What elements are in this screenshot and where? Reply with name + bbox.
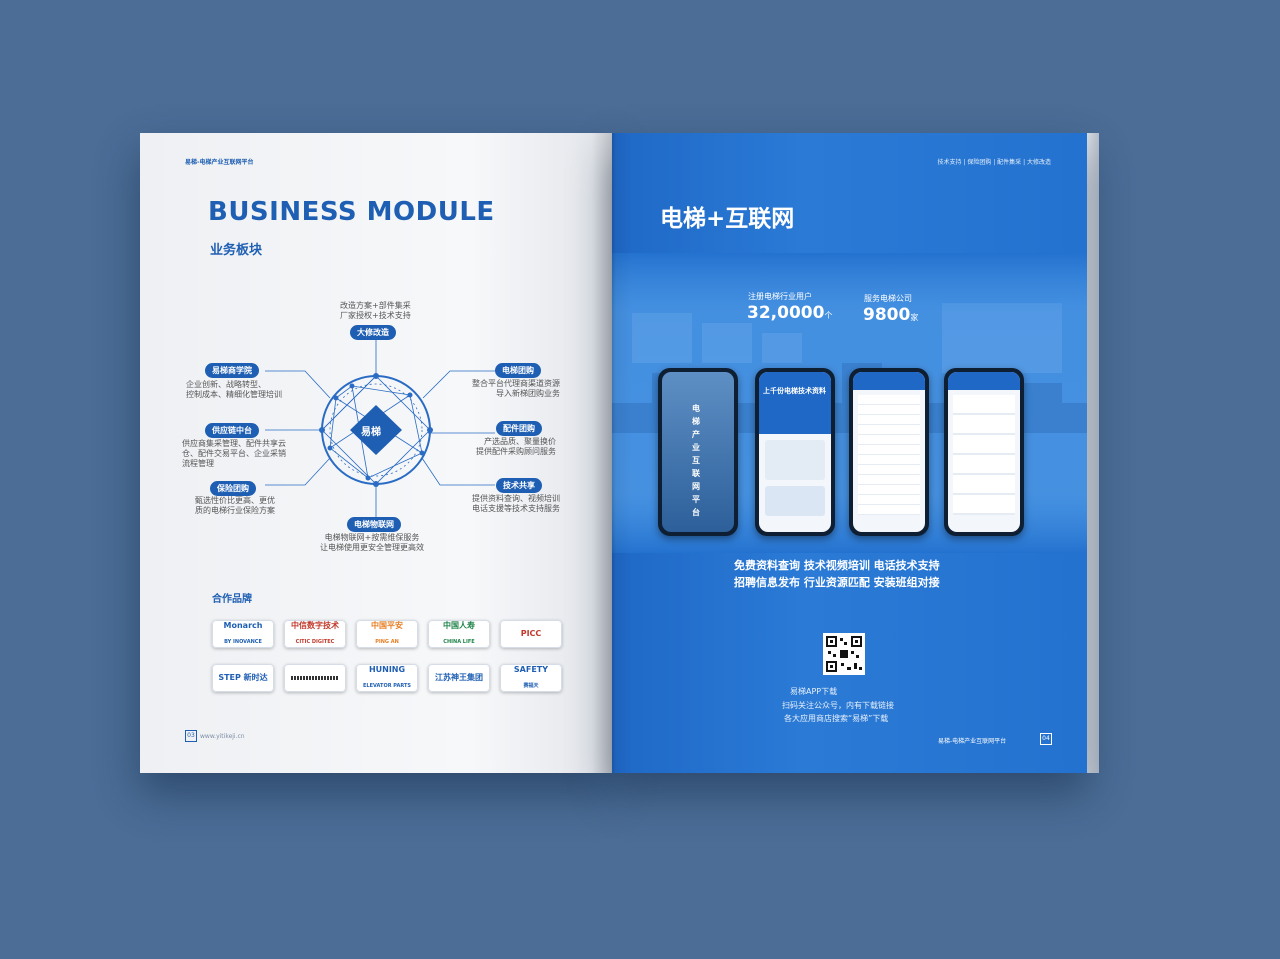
stat-label-companies: 服务电梯公司: [864, 294, 912, 303]
phone-mockup-2: 上千份电梯技术资料: [755, 368, 835, 536]
download-line-1: 扫码关注公众号，内有下载链接: [782, 701, 894, 710]
partner-name: SAFETY: [513, 665, 549, 674]
right-page: 技术支持 | 保险团购 | 配件集采 | 大修改造 电梯+互联网 注册电梯行业用…: [612, 133, 1087, 773]
partner-name: 中信数字技术: [291, 621, 339, 630]
partner-name: 中国平安: [371, 621, 403, 630]
module-desc-3: 提供资料查询、视频培训电话支援等技术支持服务: [472, 494, 560, 513]
module-tag-0: 大修改造: [350, 325, 396, 340]
phone-mockup-1: 电梯产业互联网平台: [658, 368, 738, 536]
partner-logo: HUNING ELEVATOR PARTS: [356, 664, 418, 692]
module-tag-4: 电梯物联网: [347, 517, 401, 532]
title-cn: 业务板块: [210, 243, 263, 258]
left-header: 易梯-电梯产业互联网平台: [185, 159, 254, 166]
network-diagram: [265, 338, 495, 518]
module-tag-3: 技术共享: [496, 478, 542, 493]
stat-value-companies: 9800家: [863, 305, 919, 325]
features-row-2: 招聘信息发布 行业资源匹配 安装班组对接: [734, 576, 940, 589]
title-en: BUSINESS MODULE: [208, 197, 495, 227]
partner-logo: 中信数字技术 CITIC DIGITEC: [284, 620, 346, 648]
features-row-1: 免费资料查询 技术视频培训 电话技术支持: [734, 559, 940, 572]
right-header: 技术支持 | 保险团购 | 配件集采 | 大修改造: [937, 159, 1051, 166]
download-title: 易梯APP下载: [790, 687, 838, 696]
left-page-number: 03: [185, 730, 197, 742]
left-url: www.yitikeji.cn: [200, 733, 245, 740]
partner-sub: ELEVATOR PARTS: [363, 683, 411, 689]
stat-value-users: 32,0000个: [747, 303, 833, 323]
module-desc-5: 甄选性价比更高、更优质的电梯行业保险方案: [195, 496, 275, 515]
center-logo: 易梯: [361, 427, 381, 438]
download-line-2: 各大应用商店搜索“易梯”下载: [784, 714, 889, 723]
right-title: 电梯+互联网: [660, 206, 795, 232]
partner-sub: 赛福天: [523, 683, 539, 689]
qr-code[interactable]: [823, 633, 865, 675]
module-desc-6: 供应商集采管理、配件共享云仓、配件交易平台、企业采销流程管理: [182, 439, 286, 468]
module-desc-1: 整合平台代理商渠道资源导入新梯团购业务: [472, 379, 560, 398]
stat-label-users: 注册电梯行业用户: [748, 292, 812, 301]
partner-name: 中国人寿: [443, 621, 475, 630]
phone-mockup-4: [944, 368, 1024, 536]
module-tag-1: 电梯团购: [495, 363, 541, 378]
module-tag-5: 保险团购: [210, 481, 256, 496]
partner-sub: CITIC DIGITEC: [295, 639, 335, 645]
module-desc-2: 产选品质、聚量换价提供配件采购顾问服务: [476, 437, 556, 456]
partner-logo: STEP 新时达: [212, 664, 274, 692]
partner-sub: BY INOVANCE: [224, 639, 262, 645]
partner-name: 江苏神王集团: [435, 673, 483, 682]
module-tag-7: 易梯商学院: [205, 363, 259, 378]
phone-mockup-3: [849, 368, 929, 536]
module-tag-6: 供应链中台: [205, 423, 259, 438]
module-desc-0: 改造方案+部件集采厂家授权+技术支持: [340, 301, 411, 320]
module-desc-7: 企业创新、战略转型、控制成本、精细化管理培训: [186, 380, 282, 399]
phone1-vertical-text: 电梯产业互联网平台: [692, 404, 700, 517]
partner-logo: SAFETY 赛福天: [500, 664, 562, 692]
partner-name: PICC: [520, 629, 542, 638]
partner-logo: Monarch BY INOVANCE: [212, 620, 274, 648]
page-edge: [1087, 133, 1099, 773]
partner-sub: CHINA LIFE: [443, 639, 475, 645]
partner-logo: 中国人寿 CHINA LIFE: [428, 620, 490, 648]
partner-logo: PICC: [500, 620, 562, 648]
phone2-banner: 上千份电梯技术资料: [759, 372, 831, 434]
partner-sub: PING AN: [375, 639, 399, 645]
left-page: 易梯-电梯产业互联网平台 BUSINESS MODULE 业务板块: [140, 133, 612, 773]
partner-logo: 江苏神王集团: [428, 664, 490, 692]
partner-name: HUNING: [368, 665, 406, 674]
partner-logo: [284, 664, 346, 692]
module-tag-2: 配件团购: [496, 421, 542, 436]
partner-name: STEP 新时达: [218, 673, 268, 682]
partner-logo: 中国平安 PING AN: [356, 620, 418, 648]
right-footer: 易梯-电梯产业互联网平台: [938, 738, 1007, 745]
module-desc-4: 电梯物联网+按需维保服务让电梯使用更安全管理更高效: [320, 533, 424, 552]
partner-name: Monarch: [223, 621, 263, 630]
right-page-number: 04: [1040, 733, 1052, 745]
partners-title: 合作品牌: [212, 594, 252, 605]
